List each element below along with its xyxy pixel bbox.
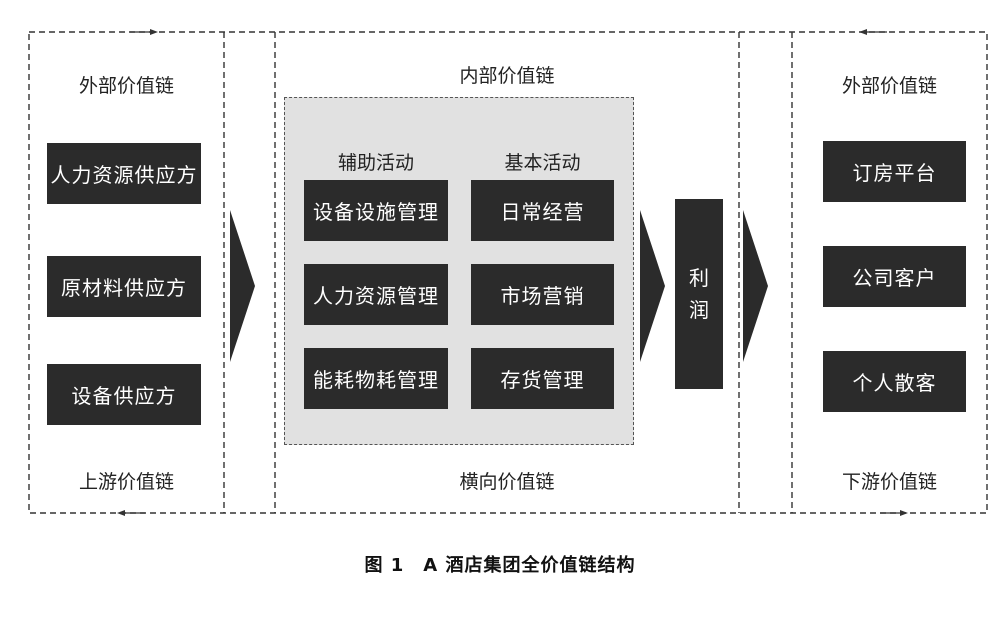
supplier-box-hr: 人力资源供应方: [47, 143, 201, 204]
customer-box-corporate: 公司客户: [823, 246, 966, 307]
primary-box-inventory: 存货管理: [471, 348, 614, 409]
supplier-box-materials: 原材料供应方: [47, 256, 201, 317]
primary-activities-header: 基本活动: [504, 152, 581, 174]
left-top-label: 外部价值链: [78, 75, 174, 97]
profit-char-1: 利: [689, 266, 709, 290]
support-box-facilities: 设备设施管理: [304, 180, 448, 241]
support-box-hr: 人力资源管理: [304, 264, 448, 325]
left-bottom-label: 上游价值链: [78, 471, 174, 493]
chevron-right-icon: [743, 210, 768, 362]
customer-box-booking-platform: 订房平台: [823, 141, 966, 202]
supplier-box-equipment: 设备供应方: [47, 364, 201, 425]
arrow-left-top-icon: [130, 29, 158, 35]
chevron-right-icon: [640, 210, 665, 362]
primary-box-operations: 日常经营: [471, 180, 614, 241]
primary-box-marketing: 市场营销: [471, 264, 614, 325]
support-activities-header: 辅助活动: [337, 152, 414, 174]
center-bottom-label: 横向价值链: [459, 471, 555, 493]
profit-char-2: 润: [689, 298, 709, 322]
chevron-right-icon: [230, 210, 255, 362]
profit-box: 利 润: [675, 199, 723, 389]
customer-box-individual: 个人散客: [823, 351, 966, 412]
right-bottom-label: 下游价值链: [841, 471, 937, 493]
arrow-right-bottom-icon: [880, 510, 908, 516]
figure-caption: 图 1 A 酒店集团全价值链结构: [364, 555, 636, 576]
right-top-label: 外部价值链: [841, 75, 937, 97]
support-box-energy: 能耗物耗管理: [304, 348, 448, 409]
arrow-right-top-icon: [859, 29, 887, 35]
arrow-left-bottom-icon: [117, 510, 145, 516]
center-top-label: 内部价值链: [459, 65, 555, 87]
